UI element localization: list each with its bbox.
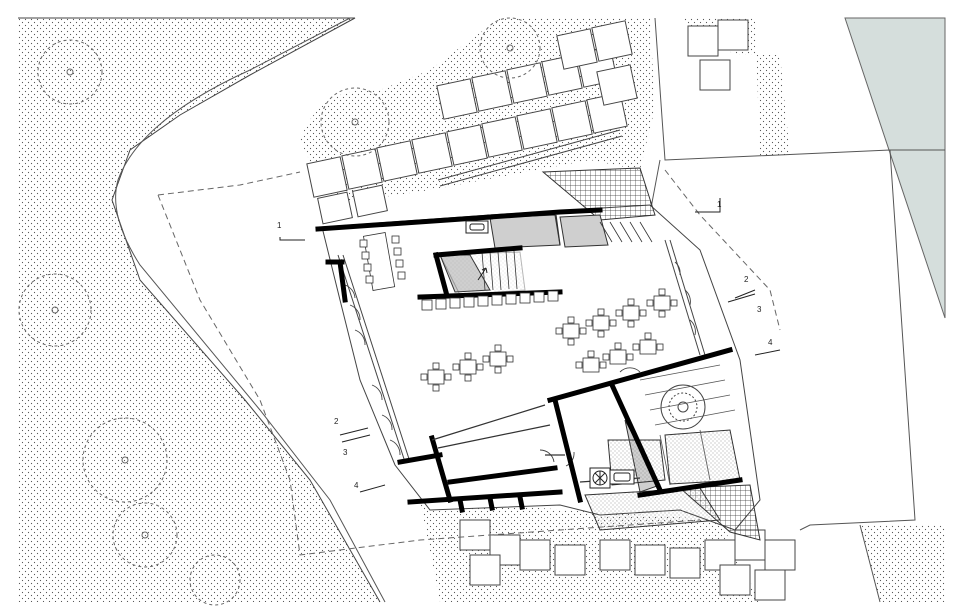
section-label-3a: 3: [757, 305, 762, 314]
fan-icon: [589, 467, 611, 489]
dining-tables: [420, 288, 678, 392]
section-label-4b: 4: [354, 481, 359, 490]
section-label-3b: 3: [343, 448, 348, 457]
site-outlines: [115, 17, 945, 603]
door-swings: [344, 261, 696, 467]
bench-strip: [437, 129, 623, 187]
dining-table: [632, 332, 664, 355]
dining-table: [602, 342, 634, 365]
dining-table: [420, 362, 452, 392]
section-label-2b: 2: [334, 417, 339, 426]
section-label-2a: 2: [744, 275, 749, 284]
glazing: [337, 239, 706, 463]
section-label-1b: 1: [717, 200, 722, 209]
fountain-icon: [660, 384, 706, 430]
sink-icon: [465, 220, 635, 485]
stair-arrow-icon: [477, 267, 488, 281]
courtyard-paving: [639, 364, 736, 486]
dining-table: [615, 298, 647, 328]
pavement-tiles: [306, 19, 796, 601]
dining-table: [482, 344, 514, 374]
dining-table: [646, 288, 678, 318]
dining-table: [575, 350, 607, 373]
tree-icon: [18, 17, 541, 606]
dining-table: [585, 308, 617, 338]
site-boundary-dashed: [157, 169, 781, 556]
bar-stools: [421, 290, 559, 311]
section-label-1a: 1: [277, 221, 282, 230]
dining-table: [452, 352, 484, 382]
water-area: [844, 17, 946, 319]
section-markers: [279, 198, 781, 493]
section-label-4a: 4: [768, 338, 773, 347]
dining-table: [555, 316, 587, 346]
walls: [315, 207, 743, 513]
interior-wall-thin: [431, 214, 641, 483]
banquet-table: [359, 232, 406, 291]
